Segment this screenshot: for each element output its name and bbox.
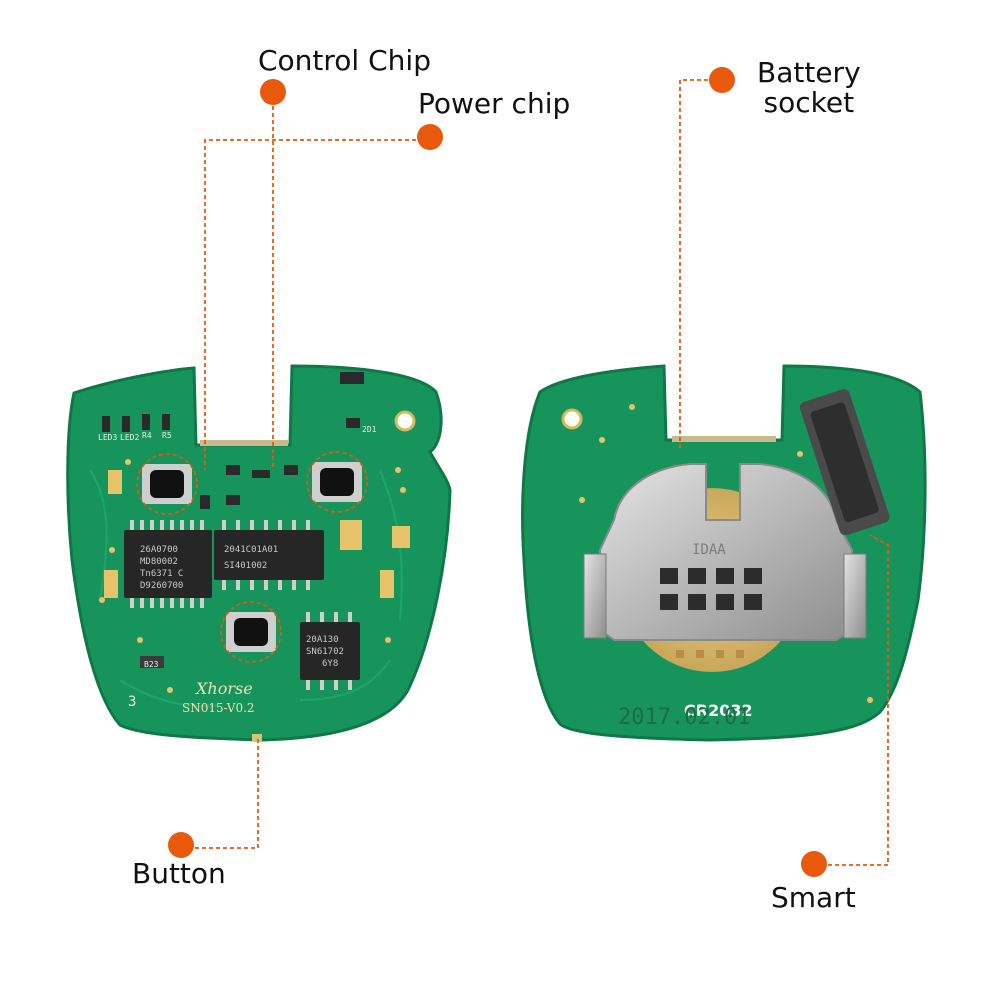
front-pcb: 26A0700 MD80002 Tn6371 C D9260700 2041C0… xyxy=(66,364,452,742)
date-print-text: 2017.02.01 xyxy=(618,705,750,730)
front-ic-small: 20A130 SN61702 6Y8 xyxy=(300,612,360,690)
front-ic-center: 2041C01A01 SI401002 xyxy=(214,520,324,590)
dot-button xyxy=(168,832,194,858)
front-ic-main: 26A0700 MD80002 Tn6371 C D9260700 xyxy=(124,520,212,608)
chip-main-line-3: Tn6371 C xyxy=(140,569,183,579)
label-power-chip: Power chip xyxy=(418,87,571,120)
label-smart: Smart xyxy=(771,881,856,914)
chip-small-line-1: 20A130 xyxy=(306,635,339,645)
label-button: Button xyxy=(132,857,226,890)
silk-led2: LED2 xyxy=(120,433,139,442)
front-button-bottom xyxy=(226,612,276,652)
dot-smart xyxy=(801,851,827,877)
label-battery-line-2: socket xyxy=(763,86,855,119)
silk-r5: R5 xyxy=(162,431,172,440)
label-control-chip: Control Chip xyxy=(258,44,431,77)
front-button-right xyxy=(312,462,362,502)
chip-small-line-2: SN61702 xyxy=(306,647,344,657)
smart-antenna-component xyxy=(799,389,890,536)
dot-control-chip xyxy=(260,79,286,105)
brand-logo-text: Xhorse xyxy=(194,679,253,698)
leader-smart xyxy=(814,534,889,866)
dot-battery-socket xyxy=(709,67,735,93)
back-mount-hole xyxy=(561,408,583,430)
front-edge-contacts xyxy=(200,440,288,446)
back-edge-contacts xyxy=(672,436,776,442)
battery-clip: IDAA xyxy=(583,463,867,641)
silk-r4: R4 xyxy=(142,431,152,440)
label-battery-line-1: Battery xyxy=(757,56,861,89)
chip-small-line-3: 6Y8 xyxy=(322,659,338,669)
back-pcb: IDAA CR2032 2017.02.01 xyxy=(521,364,927,742)
dot-power-chip xyxy=(417,124,443,150)
chip-main-line-1: 26A0700 xyxy=(140,545,178,555)
leader-button xyxy=(181,738,259,849)
front-button-left xyxy=(142,464,192,504)
silk-3: 3 xyxy=(128,694,136,710)
leader-lines xyxy=(181,79,889,866)
chip-center-line-1: 2041C01A01 xyxy=(224,545,278,555)
leader-battery-socket xyxy=(679,79,722,450)
leader-power-chip xyxy=(204,139,430,470)
label-battery-socket: Battery socket xyxy=(757,58,861,118)
silk-led3: LED3 xyxy=(98,433,117,442)
silk-b23: B23 xyxy=(144,660,159,669)
chip-main-line-2: MD80002 xyxy=(140,557,178,567)
silk-2d1: 2D1 xyxy=(362,425,377,434)
board-model-text: SN015-V0.2 xyxy=(182,701,255,715)
front-mount-hole xyxy=(394,410,416,432)
chip-main-line-4: D9260700 xyxy=(140,581,183,591)
battery-marking-text: CR2032 xyxy=(684,701,753,720)
battery-stamp-text: IDAA xyxy=(692,542,726,558)
chip-center-line-2: SI401002 xyxy=(224,561,267,571)
